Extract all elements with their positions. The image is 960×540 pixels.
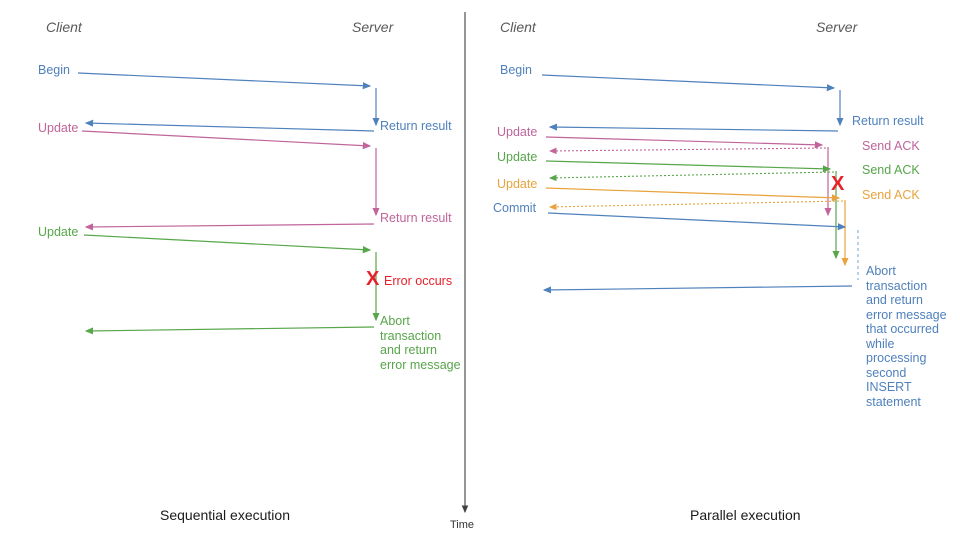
par-label-commit: Commit [493,201,537,215]
seq-msg-update2-arrows [83,234,380,335]
par-label-send-ack-1: Send ACK [862,139,920,153]
seq-client-header: Client [46,19,82,35]
par-msg-commit-arrows [542,212,853,294]
seq-label-update-2: Update [38,225,79,239]
seq-msg-update1-arrows [81,130,380,231]
seq-caption: Sequential execution [160,507,290,523]
seq-label-return-result-1: Return result [380,119,452,133]
par-label-update-2: Update [497,150,538,164]
seq-label-error-occurs: Error occurs [384,274,453,288]
par-label-update-1: Update [497,125,538,139]
seq-label-begin: Begin [38,63,70,77]
sequential-panel-vectors [77,72,380,335]
seq-label-return-result-2: Return result [380,211,452,225]
par-msg-begin-arrows [541,74,844,132]
par-msg-update2-arrows [545,160,840,260]
par-caption: Parallel execution [690,507,801,523]
par-error-x-icon: X [831,173,845,195]
seq-server-header: Server [352,19,394,35]
time-axis-label: Time [450,519,475,531]
par-client-header: Client [500,19,536,35]
par-label-begin: Begin [500,63,532,77]
par-msg-update1-arrows [545,136,832,217]
par-label-send-ack-3: Send ACK [862,188,920,202]
par-label-abort-note: Abort transaction and return error messa… [866,264,947,409]
seq-label-update-1: Update [38,121,79,135]
seq-error-x-icon: X [366,268,380,290]
par-label-send-ack-2: Send ACK [862,163,920,177]
parallel-panel-vectors [541,74,859,294]
seq-label-abort-note: Abort transaction and return error messa… [380,314,461,372]
par-label-return-result: Return result [852,114,924,128]
par-label-update-3: Update [497,177,538,191]
par-msg-update3-arrows [545,187,849,267]
seq-msg-begin-arrows [77,72,380,132]
par-server-header: Server [816,19,858,35]
